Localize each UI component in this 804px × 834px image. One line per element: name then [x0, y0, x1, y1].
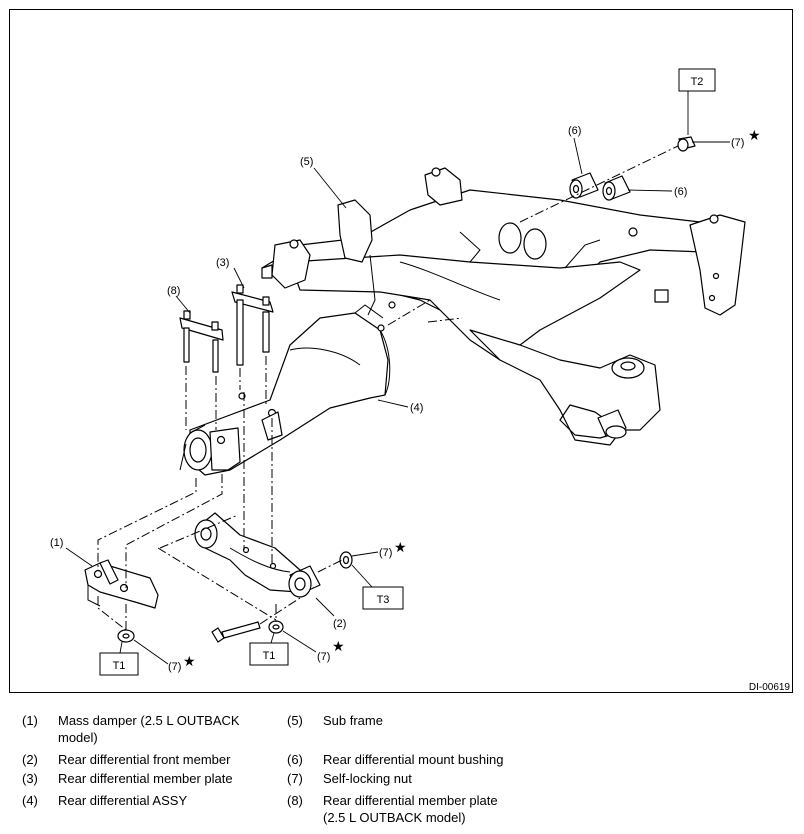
callout-7-lower-left: (7): [168, 661, 181, 673]
rear-differential-mount-bushings: [569, 172, 631, 201]
legend-text: Sub frame: [323, 713, 383, 728]
legend-number: (3): [22, 771, 38, 786]
legend-text: Rear differential front member: [58, 752, 231, 767]
self-locking-nut-right: [339, 551, 353, 569]
legend-text: Mass damper (2.5 L OUTBACK: [58, 713, 240, 728]
rear-differential-front-member: [194, 512, 321, 598]
legend-number: (4): [22, 793, 38, 808]
callouts: (1) (2) (3) (4) (5) (6) (6) (7) ★ (7) ★ …: [50, 125, 761, 673]
svg-text:T1: T1: [113, 660, 126, 672]
torque-label-t1-mid: T1: [249, 632, 289, 666]
rear-differential-assy: [179, 304, 391, 476]
star-icon: ★: [748, 128, 761, 144]
svg-text:T2: T2: [691, 76, 704, 88]
svg-text:T1: T1: [263, 650, 276, 662]
callout-6-right: (6): [674, 186, 687, 198]
svg-text:T3: T3: [377, 594, 390, 606]
rear-differential-member-plate: [231, 284, 274, 366]
callout-4: (4): [410, 402, 423, 414]
legend-text: Rear differential ASSY: [58, 793, 188, 808]
star-icon: ★: [183, 654, 196, 670]
exploded-diagram: (1) (2) (3) (4) (5) (6) (6) (7) ★ (7) ★ …: [50, 68, 791, 693]
torque-label-t2: T2: [678, 68, 716, 135]
legend-number: (1): [22, 713, 38, 728]
callout-5: (5): [300, 156, 313, 168]
parts-legend: (1) Mass damper (2.5 L OUTBACK model) (2…: [0, 708, 804, 834]
callout-6-top: (6): [568, 125, 581, 137]
mass-damper: [84, 559, 159, 609]
callout-1: (1): [50, 537, 63, 549]
star-icon: ★: [332, 639, 345, 655]
legend-number: (8): [287, 793, 303, 808]
legend-text: Rear differential mount bushing: [323, 752, 504, 767]
torque-label-t1-left: T1: [99, 641, 139, 676]
callout-7-right: (7): [379, 547, 392, 559]
front-member-bolt: [211, 621, 261, 643]
legend-text: Self-locking nut: [323, 771, 412, 786]
star-icon: ★: [394, 540, 407, 556]
self-locking-nut-lower-left: [117, 629, 135, 643]
legend-number: (6): [287, 752, 303, 767]
callout-7-lower-mid: (7): [317, 651, 330, 663]
legend-number: (5): [287, 713, 303, 728]
legend-text-cont: (2.5 L OUTBACK model): [323, 810, 466, 825]
callout-8: (8): [167, 285, 180, 297]
self-locking-nut-top: [677, 136, 696, 152]
torque-label-t3: T3: [351, 564, 404, 610]
self-locking-nut-lower-mid: [268, 620, 284, 634]
rear-differential-member-plate-outback: [179, 310, 224, 373]
sub-frame: [261, 167, 746, 446]
callout-3: (3): [216, 257, 229, 269]
figure-code: DI-00619: [749, 682, 791, 693]
figure-frame: [9, 9, 793, 693]
legend-text: Rear differential member plate: [58, 771, 233, 786]
callout-7-top: (7): [731, 137, 744, 149]
legend-number: (7): [287, 771, 303, 786]
callout-2: (2): [333, 618, 346, 630]
legend-text-cont: model): [58, 730, 98, 745]
legend-text: Rear differential member plate: [323, 793, 498, 808]
legend-number: (2): [22, 752, 38, 767]
